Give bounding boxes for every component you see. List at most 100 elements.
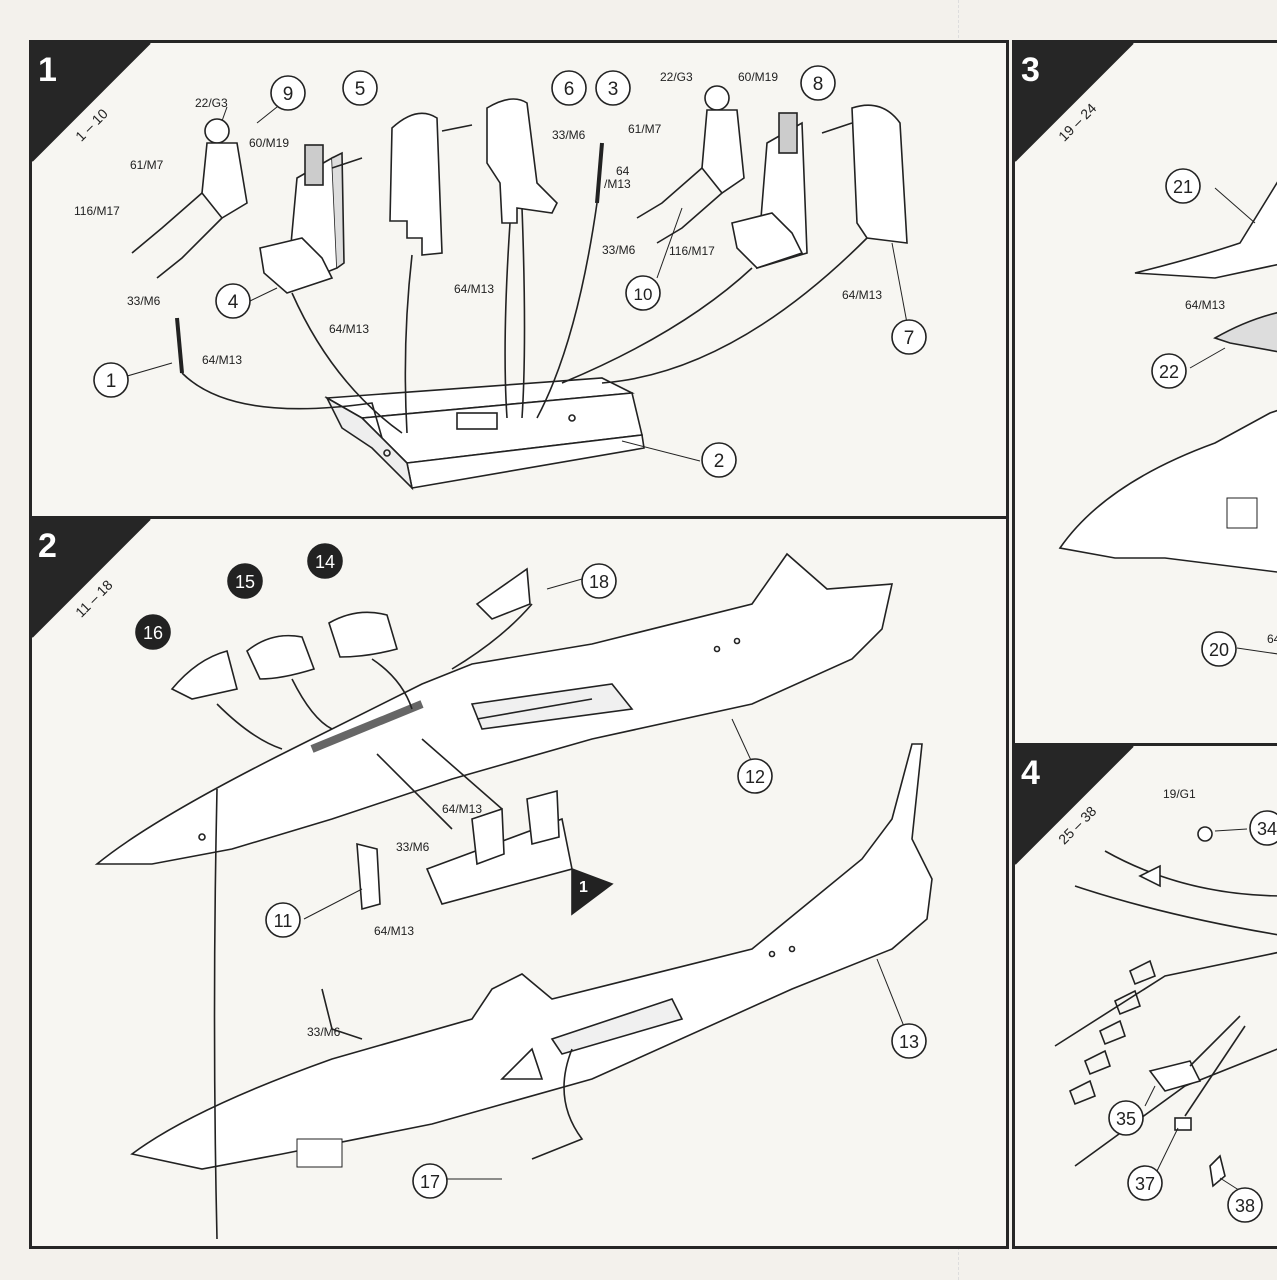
- svg-text:35: 35: [1116, 1109, 1136, 1129]
- step-2-drawing: 15 14 16 18 12 11 13 17 1 64/M13 33/M6 6…: [94, 543, 933, 1240]
- svg-text:21: 21: [1173, 177, 1193, 197]
- fuselage-half-13: [130, 743, 933, 1170]
- svg-text:2: 2: [714, 451, 725, 472]
- step-3-panel: 3 19 – 24 21 22 20 64/M13 64: [1012, 40, 1277, 746]
- callout-9: 9: [270, 75, 306, 111]
- leader-line: [1156, 1127, 1179, 1172]
- guide-line: [181, 372, 383, 439]
- part-label: 33/M6: [552, 128, 586, 142]
- step-number: 2: [38, 527, 57, 565]
- part-label: /M13: [604, 177, 631, 191]
- step-4-panel: 4 25 – 38 34 35 37 38 19/G1: [1012, 743, 1277, 1249]
- part-label: 61/M7: [628, 122, 662, 136]
- arrow: [441, 124, 473, 132]
- part-label: 116/M17: [669, 244, 715, 258]
- callout-2: 2: [701, 442, 737, 478]
- leader-line: [891, 242, 908, 324]
- leader-line: [1236, 647, 1277, 655]
- guide-line: [1189, 1015, 1241, 1067]
- callout-11: 11: [265, 902, 301, 938]
- part-label: 61/M7: [130, 158, 164, 172]
- fuselage-outline: [1104, 850, 1277, 897]
- svg-text:37: 37: [1135, 1174, 1155, 1194]
- cockpit-tub: [324, 377, 645, 491]
- part-label: 33/M6: [602, 243, 636, 257]
- bulkhead-6: [486, 98, 558, 224]
- leader-line: [1214, 187, 1256, 224]
- step-1-panel: 1 1 – 10: [29, 40, 1009, 519]
- svg-text:14: 14: [315, 552, 335, 572]
- part-label: 64/M13: [329, 322, 369, 336]
- canopy-15: [246, 634, 316, 680]
- wing-outline: [1054, 951, 1277, 1047]
- svg-text:20: 20: [1209, 640, 1229, 660]
- part-label: 64/M13: [454, 282, 494, 296]
- ejection-seat-right: [731, 112, 808, 270]
- leader-line: [249, 287, 278, 302]
- pilot-figure-right: [636, 85, 745, 244]
- pilot-figure-left: [131, 118, 248, 279]
- part-18: [475, 567, 531, 620]
- callout-35: 35: [1108, 1100, 1144, 1136]
- control-stick-1: [175, 317, 184, 374]
- arrow: [821, 122, 853, 134]
- step-2-panel: 2 11 – 18: [29, 516, 1009, 1249]
- part-22: [1213, 311, 1277, 353]
- part-34: [1197, 826, 1213, 842]
- callout-4: 4: [215, 283, 251, 319]
- leader-line: [1214, 828, 1248, 832]
- guide-line: [213, 788, 218, 1240]
- guide-line: [601, 237, 868, 384]
- svg-text:5: 5: [355, 79, 366, 100]
- fuselage-outline: [1074, 885, 1277, 936]
- part-label: 64/M13: [842, 288, 882, 302]
- callout-13: 13: [891, 1023, 927, 1059]
- part-label: 64: [616, 164, 630, 178]
- windscreen-16: [170, 650, 238, 700]
- callout-8: 8: [800, 65, 836, 101]
- callout-15: 15: [227, 563, 263, 599]
- step-1-drawing: 9 5 6 3 8 4 10 7 1 2 22/G3 60/M19 61/M7 …: [74, 65, 927, 491]
- guide-line: [376, 753, 453, 830]
- step-4-drawing: 34 35 37 38 19/G1: [1054, 787, 1277, 1223]
- svg-text:8: 8: [813, 74, 824, 95]
- guide-line: [536, 202, 598, 419]
- part-label: 19/G1: [1163, 787, 1196, 801]
- step-corner-badge: [1015, 43, 1134, 162]
- callout-22: 22: [1151, 353, 1187, 389]
- guide-line: [371, 658, 413, 710]
- control-stick-3: [595, 142, 604, 204]
- svg-text:11: 11: [274, 911, 293, 931]
- part-label: 64/M13: [374, 924, 414, 938]
- bulkhead-7: [851, 104, 908, 244]
- leader-line: [546, 578, 583, 590]
- step-corner-badge: [32, 43, 151, 162]
- svg-text:17: 17: [420, 1172, 440, 1192]
- svg-text:13: 13: [899, 1032, 919, 1052]
- svg-text:16: 16: [143, 623, 163, 643]
- svg-text:15: 15: [235, 572, 255, 592]
- step-3-drawing: 21 22 20 64/M13 64: [1058, 168, 1277, 667]
- part-35: [1148, 1060, 1202, 1092]
- callout-12: 12: [737, 758, 773, 794]
- part-label: 33/M6: [396, 840, 430, 854]
- part-label: 64: [1267, 632, 1277, 646]
- leader-line: [656, 207, 683, 279]
- bulkhead-5: [389, 112, 443, 256]
- svg-text:6: 6: [564, 79, 575, 100]
- svg-text:7: 7: [904, 328, 915, 349]
- guide-line: [291, 292, 403, 434]
- leader-line: [303, 888, 363, 920]
- wing-part-21: [1134, 181, 1277, 279]
- nose-section: [1058, 409, 1277, 573]
- part-label: 64/M13: [442, 802, 482, 816]
- part-label: 22/G3: [195, 96, 228, 110]
- svg-text:22: 22: [1159, 362, 1179, 382]
- svg-text:12: 12: [745, 767, 765, 787]
- svg-text:4: 4: [228, 292, 239, 313]
- callout-38: 38: [1227, 1187, 1263, 1223]
- callout-3: 3: [595, 70, 631, 106]
- step-ref-marker: 1: [579, 879, 588, 896]
- part-label: 116/M17: [74, 204, 120, 218]
- step-number: 4: [1021, 754, 1040, 792]
